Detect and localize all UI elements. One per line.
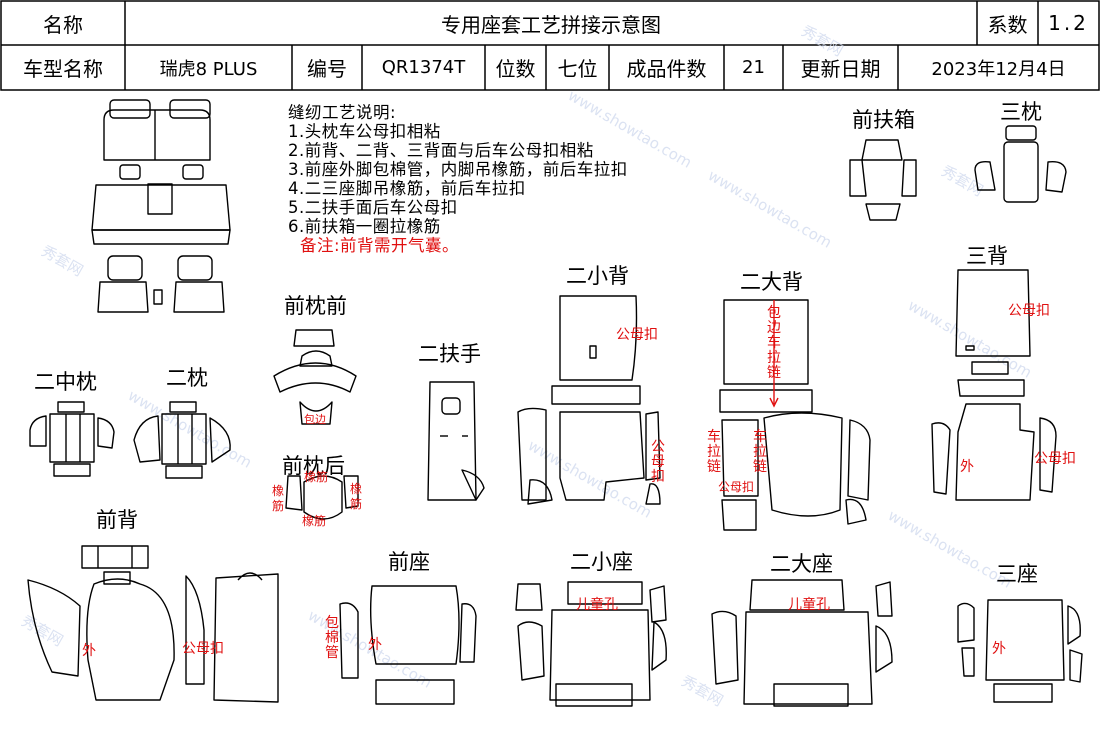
annot-elastic: 橡筋: [302, 514, 327, 528]
annot-elastic-vertical: 橡筋: [271, 484, 284, 513]
second-headrest-parts: [133, 401, 231, 479]
annot-buckle: 公母扣: [718, 480, 755, 494]
note-item: 3.前座外脚包棉管，内脚吊橡筋，前后车拉扣: [288, 160, 628, 179]
model-label: 车型名称: [23, 57, 103, 81]
annot-wrap-edge-zipper: 包边车拉链: [767, 305, 781, 381]
header-table: 名称 专用座套工艺拼接示意图 系数 1.2 车型名称 瑞虎8 PLUS 编号 Q…: [0, 0, 1100, 92]
name-label: 名称: [43, 12, 83, 37]
sewing-notes: 缝纫工艺说明: 1.头枕车公母扣相粘 2.前背、二背、三背面与后车公母扣相粘 3…: [288, 103, 628, 255]
label-third-seat: 三座: [996, 562, 1038, 586]
note-item: 6.前扶箱一圈拉橡筋: [288, 217, 441, 236]
annot-cotton-tube: 包棉管: [325, 615, 339, 661]
annot-car-zipper: 车拉链: [707, 429, 721, 475]
label-front-back: 前背: [96, 508, 138, 532]
code-value: QR1374T: [381, 57, 466, 78]
annot-outer: 外: [960, 459, 974, 475]
second-armrest-parts: [427, 381, 485, 501]
seats-label: 位数: [495, 57, 536, 81]
seats-value: 七位: [557, 57, 598, 81]
annot-buckle: 公母扣: [182, 641, 224, 657]
pieces-label: 成品件数: [626, 57, 707, 81]
second-small-seat-parts: [515, 581, 667, 707]
annot-buckle-vertical: 公母扣: [651, 439, 665, 485]
label-third-headrest: 三枕: [1000, 100, 1042, 124]
front-back-parts: [27, 545, 279, 703]
label-third-back: 三背: [966, 244, 1008, 268]
second-big-back-parts: [719, 299, 871, 531]
header-grid: [0, 0, 1100, 91]
second-middle-headrest-parts: [29, 401, 115, 477]
label-second-armrest: 二扶手: [418, 342, 481, 366]
notes-title: 缝纫工艺说明:: [288, 103, 397, 122]
second-big-seat-parts: [711, 579, 893, 707]
label-front-headrest-front: 前枕前: [284, 294, 347, 318]
annot-child-hole: 儿童孔: [788, 597, 830, 613]
label-second-middle-headrest: 二中枕: [34, 370, 97, 394]
annot-buckle: 公母扣: [1034, 451, 1076, 467]
notes-remark: 备注:前背需开气囊。: [300, 236, 460, 255]
label-front-headrest-rear: 前枕后: [282, 454, 345, 478]
date-value: 2023年12月4日: [931, 58, 1066, 80]
label-second-small-seat: 二小座: [570, 550, 633, 574]
note-item: 5.二扶手面后车公母扣: [288, 198, 458, 217]
label-second-big-seat: 二大座: [770, 552, 833, 576]
note-item: 4.二三座脚吊橡筋，前后车拉扣: [288, 179, 526, 198]
third-back-parts: [931, 269, 1057, 501]
annot-elastic-vertical: 橡筋: [349, 482, 362, 511]
zipper-arrow: [769, 300, 779, 408]
annot-buckle: 公母扣: [1008, 303, 1050, 319]
diagram-title: 专用座套工艺拼接示意图: [441, 12, 661, 37]
annot-outer: 外: [368, 637, 382, 653]
pieces-value: 21: [742, 57, 765, 78]
front-seat-parts: [339, 585, 477, 705]
label-front-armrest-box: 前扶箱: [852, 108, 915, 132]
front-headrest-front-parts: [273, 329, 357, 425]
second-small-back-parts: [517, 295, 661, 505]
date-label: 更新日期: [800, 57, 881, 81]
annot-wrap-edge: 包边: [304, 413, 326, 426]
annot-elastic: 橡筋: [304, 470, 329, 484]
coef-label: 系数: [987, 12, 1028, 37]
note-item: 2.前背、二背、三背面与后车公母扣相粘: [288, 141, 594, 160]
annot-buckle: 公母扣: [616, 327, 658, 343]
annot-child-hole: 儿童孔: [576, 597, 618, 613]
label-second-big-back: 二大背: [740, 270, 803, 294]
label-front-seat: 前座: [388, 550, 430, 574]
car-seat-overview: [91, 99, 231, 313]
annot-outer: 外: [992, 641, 1006, 657]
label-second-small-back: 二小背: [566, 264, 629, 288]
third-headrest-parts: [974, 125, 1067, 203]
annot-car-zipper: 车拉链: [753, 429, 767, 475]
code-label: 编号: [307, 57, 347, 81]
coef-value: 1.2: [1048, 11, 1089, 35]
annot-outer: 外: [82, 643, 96, 659]
front-armrest-box-parts: [849, 139, 917, 221]
note-item: 1.头枕车公母扣相粘: [288, 122, 441, 141]
label-second-headrest: 二枕: [166, 366, 208, 390]
third-seat-parts: [957, 599, 1083, 703]
model-value: 瑞虎8 PLUS: [159, 58, 258, 80]
front-headrest-rear-parts: [285, 475, 359, 520]
